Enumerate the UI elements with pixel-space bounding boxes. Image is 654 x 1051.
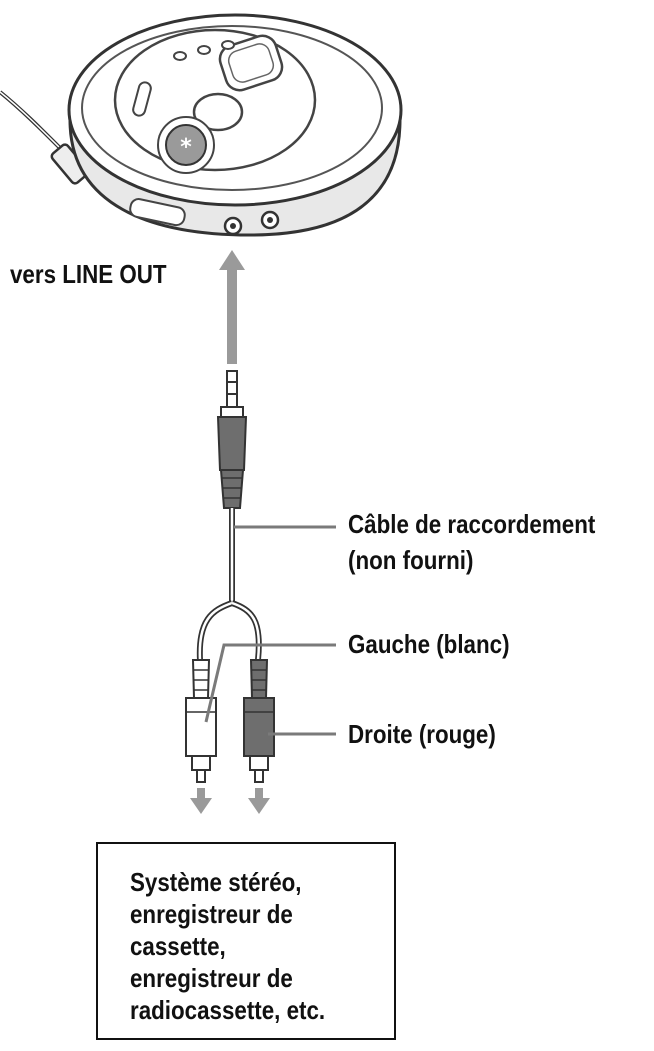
leader-lines: [204, 525, 336, 736]
label-right: Droite (rouge): [348, 719, 496, 749]
rca-plug-right-icon: [243, 659, 275, 783]
down-arrow-right-icon: [248, 788, 270, 814]
label-line-out: vers LINE OUT: [10, 259, 167, 289]
destination-line: cassette,: [130, 931, 226, 961]
label-cable-note: (non fourni): [348, 545, 474, 575]
destination-line: enregistreur de: [130, 963, 293, 993]
destination-line: radiocassette, etc.: [130, 995, 326, 1025]
destination-line: Système stéréo,: [130, 867, 302, 897]
leader-left: [204, 643, 336, 723]
down-arrow-left-icon: [190, 788, 212, 814]
label-left: Gauche (blanc): [348, 629, 510, 659]
cable: [196, 508, 262, 661]
label-cable: Câble de raccordement: [348, 509, 596, 539]
up-arrow-icon: [219, 250, 245, 364]
rca-plug-left-icon: [185, 659, 217, 783]
destination-box: Système stéréo, enregistreur de cassette…: [96, 842, 396, 1040]
destination-line: enregistreur de: [130, 899, 293, 929]
mini-jack-plug-icon: [216, 370, 248, 509]
svg-text:*: *: [180, 135, 192, 160]
destination-text: Système stéréo, enregistreur de cassette…: [130, 866, 325, 1026]
cd-player-icon: *: [67, 13, 403, 237]
headphone-cable: [0, 90, 90, 185]
